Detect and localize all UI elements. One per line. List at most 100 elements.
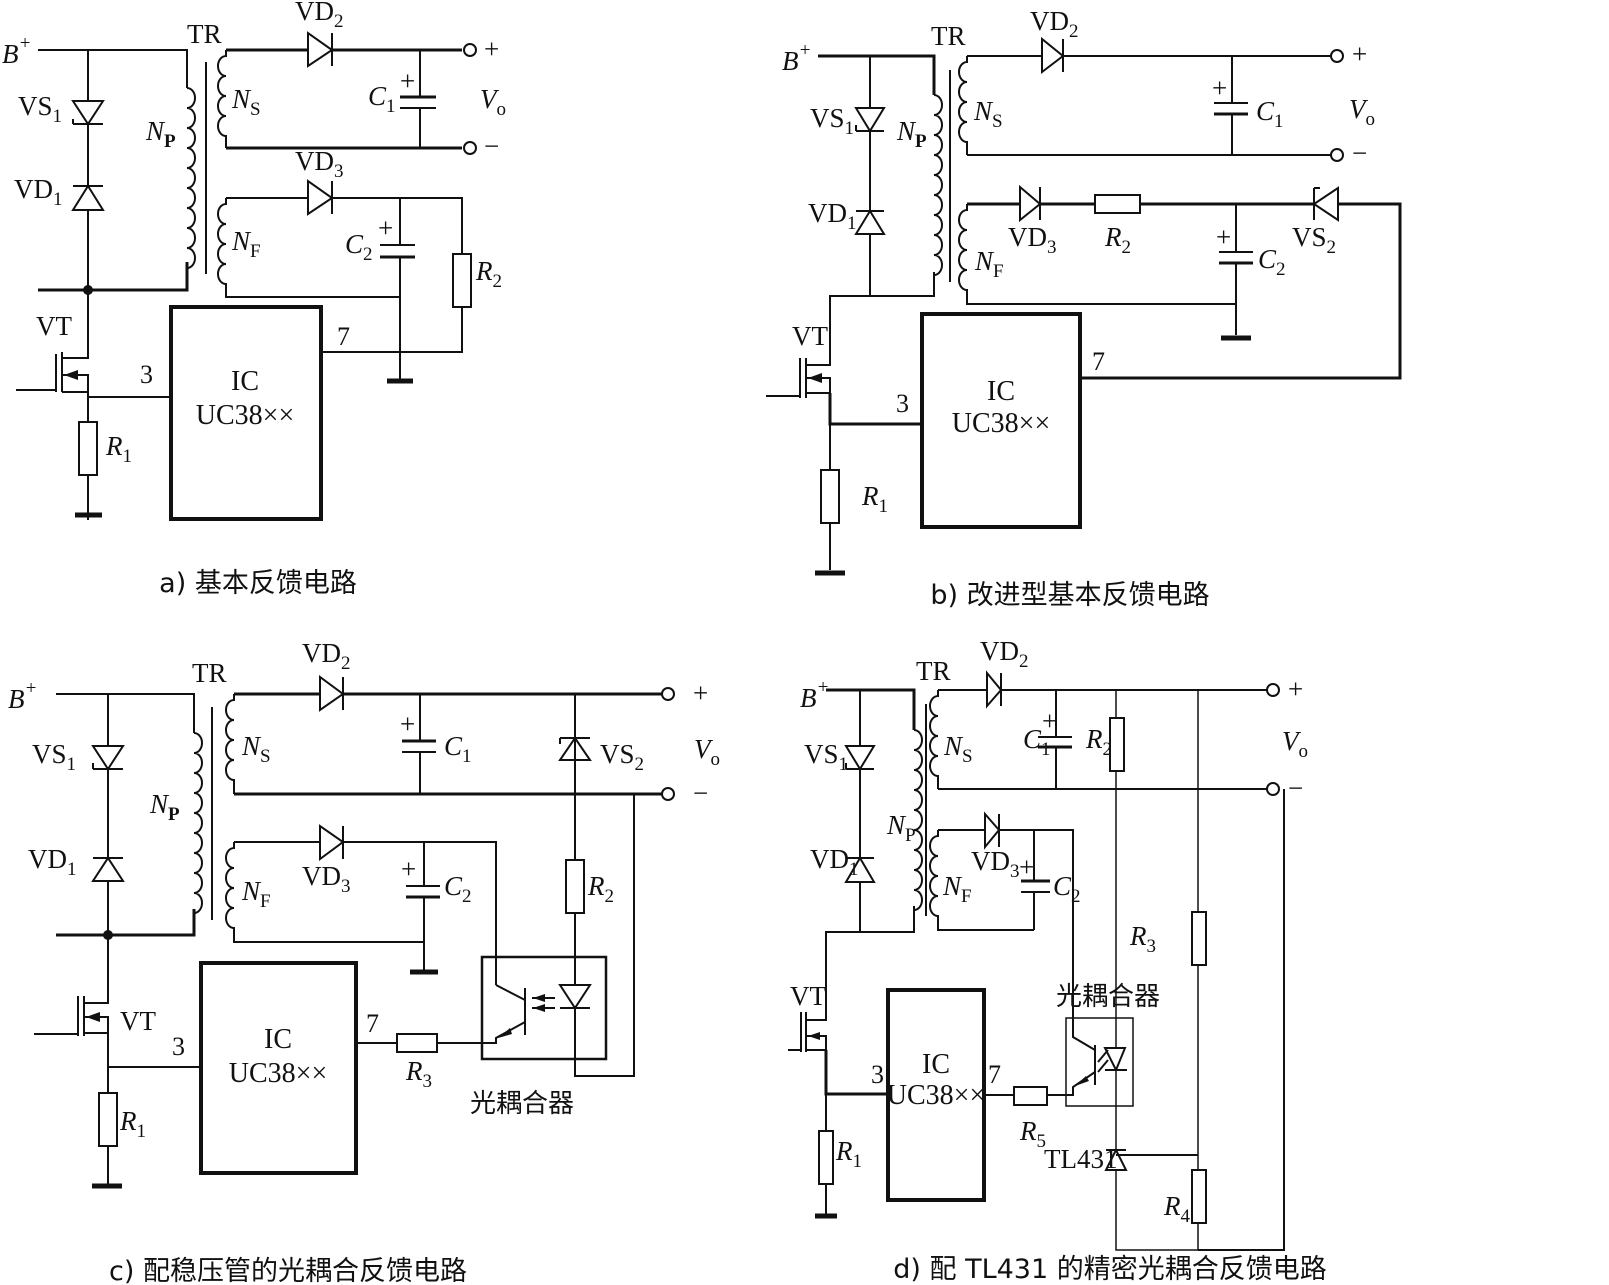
label-ns: NS [973, 96, 1003, 132]
label-vo: Vo [694, 734, 720, 770]
pin7-wire [322, 307, 463, 353]
terminal-minus [1330, 148, 1344, 162]
label-vs2: VS2 [1292, 222, 1336, 258]
diode-vd1 [71, 184, 105, 211]
panel-a: B+ TR VS1 VD1 NP NS NF VD2 VD3 + C1 + C2… [2, 0, 506, 599]
label-ns: NS [241, 731, 271, 767]
terminal-minus [463, 141, 477, 155]
diode-vd2 [986, 670, 1003, 709]
label-optocoupler: 光耦合器 [1056, 982, 1160, 1012]
label-c1: C1 [444, 731, 472, 767]
label-c1: C1 [368, 81, 396, 117]
diode-vd1 [91, 856, 125, 882]
ic-part-number: UC38×× [952, 408, 1050, 439]
caption-d: d) 配 TL431 的精密光耦合反馈电路 [893, 1254, 1327, 1285]
mosfet-vt [766, 356, 831, 398]
label-c2: C2 [345, 229, 373, 265]
label-minus: − [693, 778, 708, 808]
label-b-plus: B+ [2, 33, 31, 69]
mosfet-vt [16, 290, 89, 393]
panel-c: B+ TR VS1 VD1 NP NS NF VD2 VD3 + C1 + C2… [8, 638, 720, 1285]
label-b-plus: B+ [782, 40, 811, 76]
capacitor-c2 [1021, 830, 1050, 930]
ic-uc38xx [199, 961, 358, 1175]
label-b-plus: B+ [8, 678, 37, 714]
label-r2: R2 [1085, 724, 1112, 760]
reference-loop [1115, 690, 1199, 1251]
label-tr: TR [192, 658, 227, 688]
label-tr: TR [916, 656, 951, 686]
label-tr: TR [187, 19, 222, 49]
label-c1: C1 [1256, 96, 1284, 132]
capacitor-c1 [1214, 56, 1248, 155]
diode-vd2 [319, 675, 345, 712]
label-c2: C2 [1258, 244, 1286, 280]
resistor-r4 [1191, 1169, 1207, 1224]
secondary-winding-ns [929, 690, 939, 789]
label-vd1: VD1 [808, 198, 857, 234]
label-vd3: VD3 [302, 861, 351, 897]
terminal-plus [463, 43, 477, 57]
label-minus: − [1352, 138, 1367, 168]
label-nf: NF [974, 246, 1004, 282]
panel-b: B+ TR VS1 VD1 NP NS NF VD2 VD3 R2 + C1 +… [766, 6, 1402, 611]
label-c2-plus: + [378, 213, 393, 243]
label-pin3: 3 [172, 1032, 185, 1061]
ic-label: IC [264, 1024, 292, 1055]
diode-vd3 [1019, 184, 1042, 223]
primary-return [829, 272, 935, 356]
label-tl431: TL431 [1044, 1144, 1118, 1174]
b-plus-rail [56, 693, 195, 733]
label-vs1: VS1 [804, 739, 848, 775]
secondary-winding-ns [217, 50, 227, 148]
diode-vd1 [844, 856, 876, 883]
zener-vs2 [1312, 186, 1339, 222]
label-plus: + [1288, 674, 1303, 704]
label-np: NP [896, 116, 927, 152]
primary-return [38, 262, 189, 292]
terminal-plus [1330, 49, 1344, 63]
diode-vd3 [984, 811, 1001, 850]
zener-vs1 [91, 745, 125, 771]
label-vs2: VS2 [600, 739, 644, 775]
label-vd2: VD2 [302, 638, 351, 674]
label-ns: NS [231, 84, 261, 120]
label-vd2: VD2 [1030, 6, 1079, 42]
feedback-winding-nf [217, 198, 400, 298]
label-nf: NF [942, 871, 972, 907]
capacitor-c1 [402, 694, 436, 794]
label-minus: − [1288, 773, 1303, 803]
label-r2: R2 [475, 256, 502, 292]
pin3-wire [107, 1033, 200, 1068]
label-nf: NF [231, 226, 261, 262]
label-pin7: 7 [337, 322, 350, 351]
diode-vd3 [307, 179, 334, 216]
label-vd3: VD3 [1008, 222, 1057, 258]
primary-winding [186, 87, 196, 270]
feedback-winding-nf [958, 204, 1236, 305]
label-vd1: VD1 [810, 844, 859, 880]
zener-vs1 [71, 100, 105, 126]
label-r4: R4 [1163, 1191, 1191, 1227]
ic-part-number: UC38×× [196, 400, 294, 431]
caption-c: c) 配稳压管的光耦合反馈电路 [109, 1256, 467, 1285]
resistor-r1 [818, 1130, 834, 1185]
panel-d: B+ TR VS1 VD1 NP NS NF VD2 VD3 + C1 + C2… [788, 636, 1327, 1285]
label-c2: C2 [444, 871, 472, 907]
label-r5: R5 [1019, 1116, 1046, 1152]
resistor-r2 [1109, 717, 1125, 772]
label-vd2: VD2 [295, 0, 344, 32]
label-r1: R1 [835, 1136, 862, 1172]
label-vo: Vo [1349, 94, 1375, 130]
primary-winding [193, 732, 203, 915]
resistor-r1 [98, 1092, 118, 1147]
label-pin3: 3 [871, 1060, 884, 1089]
resistor-r2 [1094, 194, 1141, 214]
primary-return [825, 906, 915, 1000]
negative-return [1198, 789, 1285, 1251]
label-c1-plus: + [400, 66, 415, 96]
mosfet-vt [34, 935, 109, 1036]
terminal-minus [661, 787, 675, 801]
label-r1: R1 [861, 481, 888, 517]
capacitor-c1 [400, 50, 436, 148]
